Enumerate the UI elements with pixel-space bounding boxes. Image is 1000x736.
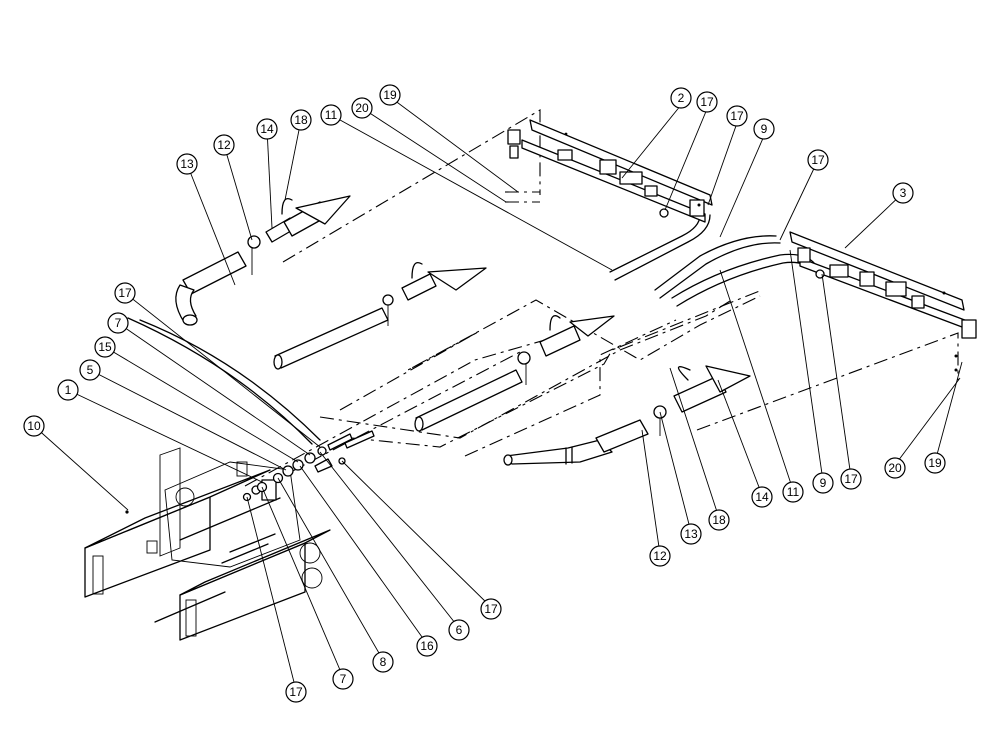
svg-text:13: 13 — [684, 527, 698, 541]
callout-18: 18 — [708, 509, 730, 531]
cylinders-center-top — [273, 261, 487, 370]
svg-text:16: 16 — [420, 639, 434, 653]
leader-lines — [33, 96, 963, 691]
callout-7: 7 — [107, 312, 129, 334]
svg-text:14: 14 — [260, 122, 274, 136]
callout-17: 17 — [726, 105, 748, 127]
callout-12: 12 — [213, 134, 235, 156]
svg-text:2: 2 — [678, 91, 685, 105]
svg-text:3: 3 — [900, 186, 907, 200]
svg-text:17: 17 — [730, 109, 744, 123]
svg-text:11: 11 — [325, 108, 338, 122]
svg-text:20: 20 — [888, 461, 902, 475]
svg-text:11: 11 — [787, 485, 800, 499]
manifold-right — [789, 231, 977, 372]
callout-17: 17 — [480, 598, 502, 620]
cylinders-lower-right — [503, 365, 751, 466]
callout-19: 19 — [379, 84, 401, 106]
callout-6: 6 — [448, 619, 470, 641]
callout-14: 14 — [751, 486, 773, 508]
callout-1: 1 — [57, 379, 79, 401]
callout-17: 17 — [696, 91, 718, 113]
svg-text:17: 17 — [118, 286, 132, 300]
callout-11: 11 — [320, 104, 342, 126]
callout-20: 20 — [884, 457, 906, 479]
svg-text:15: 15 — [98, 340, 112, 354]
callout-9: 9 — [812, 472, 834, 494]
callout-2: 2 — [670, 87, 692, 109]
callout-7: 7 — [332, 668, 354, 690]
callout-12: 12 — [649, 545, 671, 567]
svg-text:9: 9 — [820, 476, 827, 490]
svg-text:7: 7 — [115, 316, 122, 330]
svg-text:19: 19 — [928, 456, 942, 470]
cylinders-center-bottom — [414, 315, 615, 432]
svg-text:18: 18 — [712, 513, 726, 527]
dashed-group-lines — [244, 109, 959, 487]
svg-text:7: 7 — [340, 672, 347, 686]
callout-9: 9 — [753, 118, 775, 140]
svg-text:17: 17 — [844, 472, 858, 486]
svg-text:8: 8 — [380, 655, 387, 669]
callout-10: 10 — [23, 415, 45, 437]
svg-text:6: 6 — [456, 623, 463, 637]
svg-text:17: 17 — [289, 685, 303, 699]
hoses — [127, 214, 816, 445]
callout-17: 17 — [807, 149, 829, 171]
hose-fittings — [242, 430, 375, 502]
callout-17: 17 — [114, 282, 136, 304]
callout-13: 13 — [680, 523, 702, 545]
callout-5: 5 — [79, 359, 101, 381]
callout-15: 15 — [94, 336, 116, 358]
svg-text:17: 17 — [811, 153, 825, 167]
callout-17: 17 — [840, 468, 862, 490]
svg-text:10: 10 — [27, 419, 41, 433]
svg-text:13: 13 — [180, 157, 194, 171]
svg-text:1: 1 — [65, 383, 72, 397]
svg-text:12: 12 — [217, 138, 231, 152]
svg-text:18: 18 — [294, 113, 308, 127]
callout-17: 17 — [285, 681, 307, 703]
callout-11: 11 — [782, 481, 804, 503]
manifold-left — [507, 119, 713, 223]
callout-16: 16 — [416, 635, 438, 657]
frame-assembly — [84, 447, 331, 641]
svg-text:20: 20 — [355, 101, 369, 115]
svg-text:17: 17 — [700, 95, 714, 109]
callout-18: 18 — [290, 109, 312, 131]
svg-text:5: 5 — [87, 363, 94, 377]
svg-text:19: 19 — [383, 88, 397, 102]
callout-8: 8 — [372, 651, 394, 673]
cylinders-upper-left — [175, 195, 351, 326]
svg-text:12: 12 — [653, 549, 667, 563]
callout-19: 19 — [924, 452, 946, 474]
svg-text:14: 14 — [755, 490, 769, 504]
callout-3: 3 — [892, 182, 914, 204]
callout-20: 20 — [351, 97, 373, 119]
callout-13: 13 — [176, 153, 198, 175]
svg-text:9: 9 — [761, 122, 768, 136]
svg-text:17: 17 — [484, 602, 498, 616]
callout-14: 14 — [256, 118, 278, 140]
